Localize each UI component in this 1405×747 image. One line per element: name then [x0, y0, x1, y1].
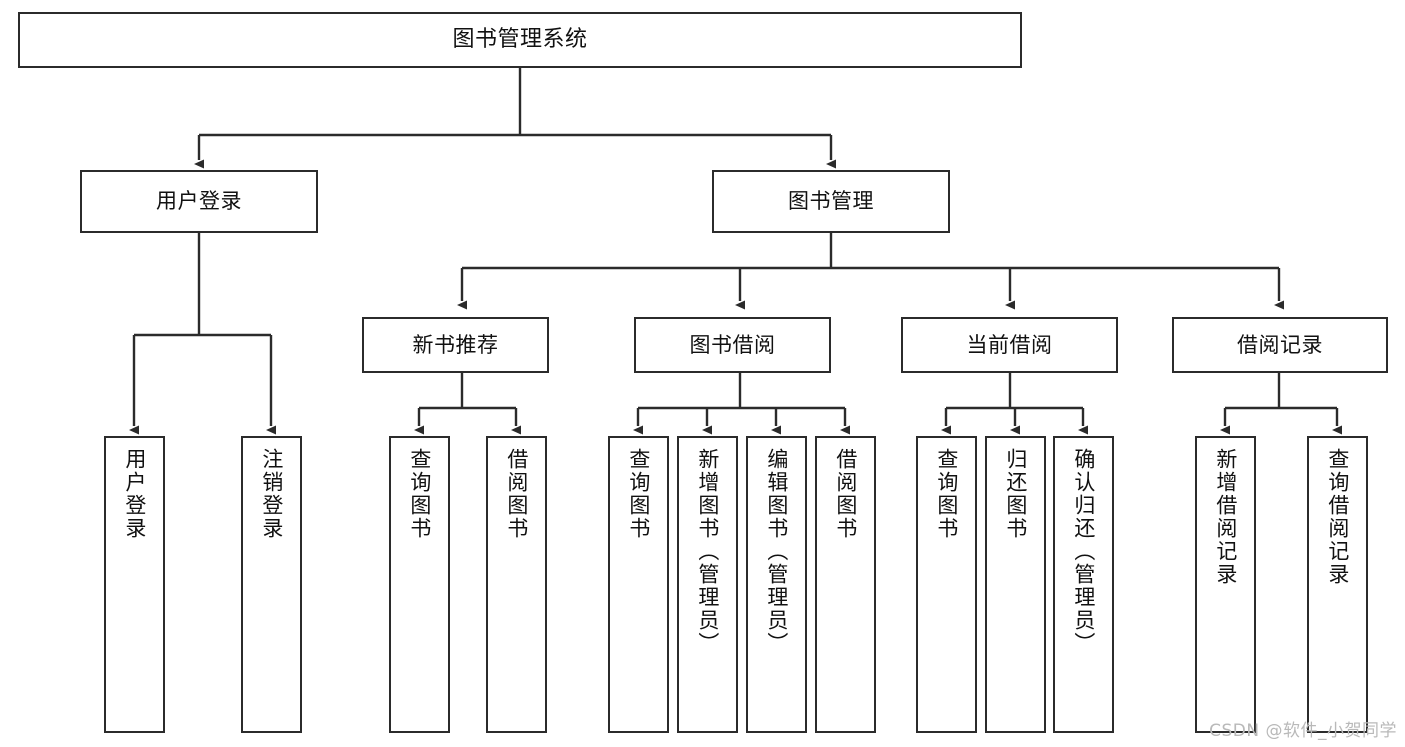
node-label: 借阅图书 [504, 448, 529, 540]
node-label: 用户登录 [122, 448, 147, 540]
node-label: 归还图书 [1003, 448, 1028, 540]
node-book-management[interactable]: 图书管理 [712, 170, 950, 233]
node-label: 查询借阅记录 [1325, 448, 1350, 586]
node-label: 新书推荐 [412, 332, 499, 357]
leaf-borrow-add-book-admin[interactable]: 新增图书（管理员） [677, 436, 738, 733]
node-label: 查询图书 [934, 448, 959, 540]
node-label: 新增借阅记录 [1213, 448, 1238, 586]
node-label: 图书借阅 [689, 332, 776, 357]
node-label: 借阅图书 [833, 448, 858, 540]
leaf-logout[interactable]: 注销登录 [241, 436, 302, 733]
leaf-user-login[interactable]: 用户登录 [104, 436, 165, 733]
leaf-current-query-book[interactable]: 查询图书 [916, 436, 977, 733]
leaf-borrow-query-book[interactable]: 查询图书 [608, 436, 669, 733]
leaf-record-add-record[interactable]: 新增借阅记录 [1195, 436, 1256, 733]
node-label: 用户登录 [156, 189, 242, 214]
node-current-borrow[interactable]: 当前借阅 [901, 317, 1118, 373]
node-label: 编辑图书（管理员） [764, 448, 789, 655]
node-label: 确认归还（管理员） [1071, 448, 1096, 655]
node-borrow-record[interactable]: 借阅记录 [1172, 317, 1388, 373]
node-user-login[interactable]: 用户登录 [80, 170, 318, 233]
leaf-record-query-record[interactable]: 查询借阅记录 [1307, 436, 1368, 733]
leaf-new-book-borrow-book[interactable]: 借阅图书 [486, 436, 547, 733]
node-label: 借阅记录 [1237, 332, 1323, 357]
node-label: 查询图书 [407, 448, 432, 540]
node-label: 注销登录 [259, 448, 284, 540]
leaf-current-confirm-return-admin[interactable]: 确认归还（管理员） [1053, 436, 1114, 733]
node-book-borrow[interactable]: 图书借阅 [634, 317, 831, 373]
leaf-new-book-query-book[interactable]: 查询图书 [389, 436, 450, 733]
leaf-borrow-edit-book-admin[interactable]: 编辑图书（管理员） [746, 436, 807, 733]
leaf-borrow-borrow-book[interactable]: 借阅图书 [815, 436, 876, 733]
node-label: 查询图书 [626, 448, 651, 540]
node-label: 新增图书（管理员） [695, 448, 720, 655]
csdn-watermark: CSDN @软件_小贺同学 [1209, 721, 1397, 741]
node-label: 图书管理系统 [452, 27, 588, 53]
node-label: 当前借阅 [966, 332, 1053, 357]
node-label: 图书管理 [788, 189, 874, 214]
leaf-current-return-book[interactable]: 归还图书 [985, 436, 1046, 733]
node-new-book-recommend[interactable]: 新书推荐 [362, 317, 549, 373]
node-root-system[interactable]: 图书管理系统 [18, 12, 1022, 68]
